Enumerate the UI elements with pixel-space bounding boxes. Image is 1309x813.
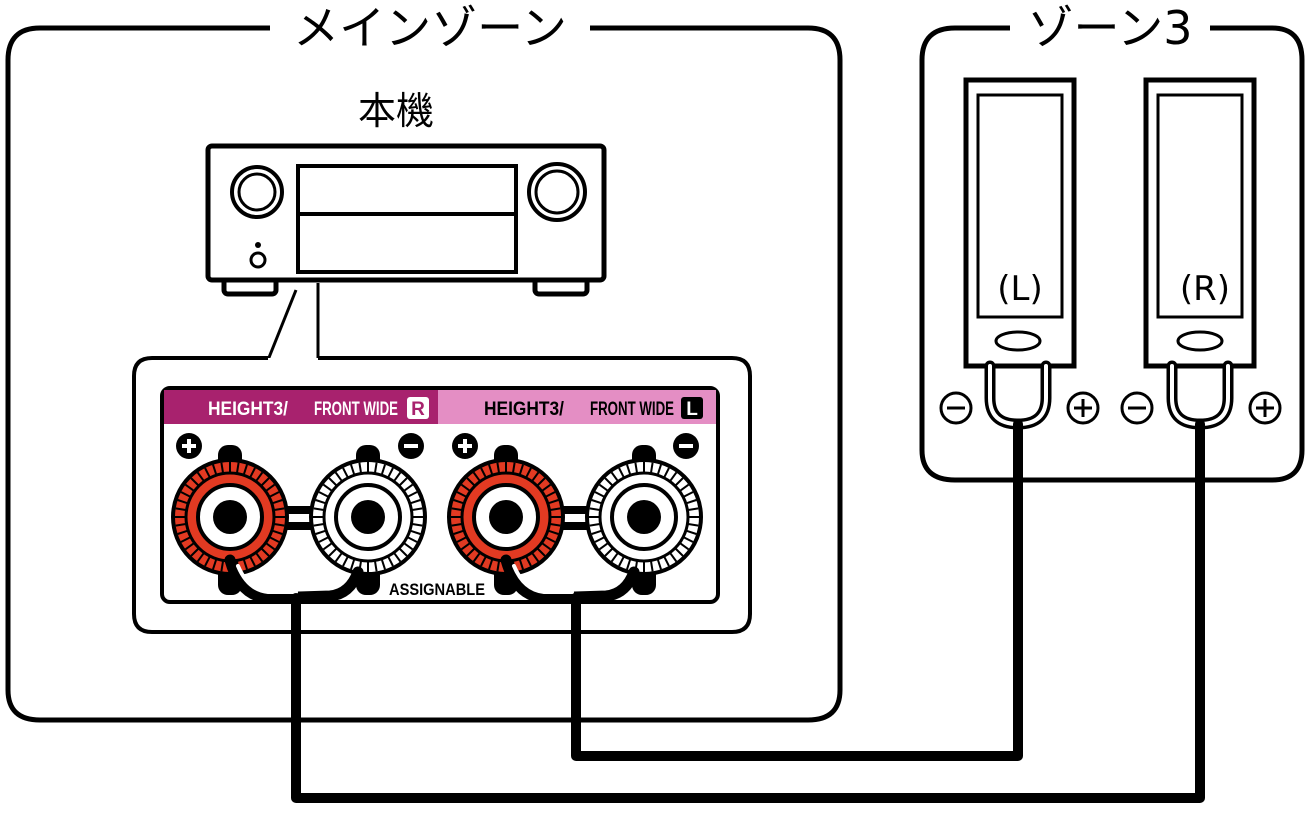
terminal-knurl (313, 462, 423, 572)
speaker-left (963, 77, 1077, 369)
front-wide-r-minus-terminal (309, 445, 427, 595)
front-wide-r-plus-terminal (171, 445, 289, 595)
terminal-knurl (451, 462, 561, 572)
cable-front-wide-l-to-speaker-left (571, 419, 1023, 761)
speaker-left-label: (L) (997, 269, 1042, 309)
speaker-left-cable-loop (984, 360, 1052, 430)
speaker-right-minus-icon (1120, 391, 1154, 425)
av-receiver-illustration (205, 143, 607, 297)
panel-polarity-marks (176, 433, 699, 459)
terminal-bridges (282, 506, 594, 530)
front-wide-r-label: FRONT WIDE (314, 399, 398, 420)
front-wide-r-height3-label: HEIGHT3/ (208, 399, 289, 420)
speaker-right-plus-icon (1248, 391, 1282, 425)
main-zone-title: メインゾーン (293, 1, 567, 55)
zone3-box (919, 25, 1305, 483)
zone3-title: ゾーン3 (1028, 1, 1193, 55)
channel-r-badge: R (411, 399, 425, 420)
terminal-knurl (589, 462, 699, 572)
speaker-left-plus-icon (1066, 391, 1100, 425)
speaker-left-minus-icon (939, 391, 973, 425)
front-wide-r-header-band (164, 390, 438, 424)
front-wide-l-minus-terminal (585, 445, 703, 595)
terminal-callout-panel (132, 356, 752, 634)
speaker-right (1143, 77, 1257, 369)
front-wide-l-label: FRONT WIDE (590, 399, 674, 420)
speaker-cables (224, 360, 1234, 803)
front-wide-l-header-band (438, 390, 716, 424)
speaker-right-label: (R) (1180, 269, 1230, 309)
front-wide-l-plus-terminal (447, 445, 565, 595)
terminal-knurl (175, 462, 285, 572)
speaker-right-cable-loop (1166, 360, 1234, 430)
front-wide-l-height3-label: HEIGHT3/ (484, 399, 565, 420)
channel-l-badge-box (681, 397, 703, 419)
cable-front-wide-r-to-speaker-right (291, 419, 1205, 803)
channel-l-badge: L (686, 399, 698, 420)
callout-lines (266, 283, 320, 361)
main-zone-box (5, 25, 843, 723)
speaker-polarity-marks (939, 391, 1282, 425)
unit-label: 本機 (358, 89, 434, 133)
channel-r-badge-box (407, 397, 429, 419)
assignable-label: ASSIGNABLE (389, 580, 485, 599)
